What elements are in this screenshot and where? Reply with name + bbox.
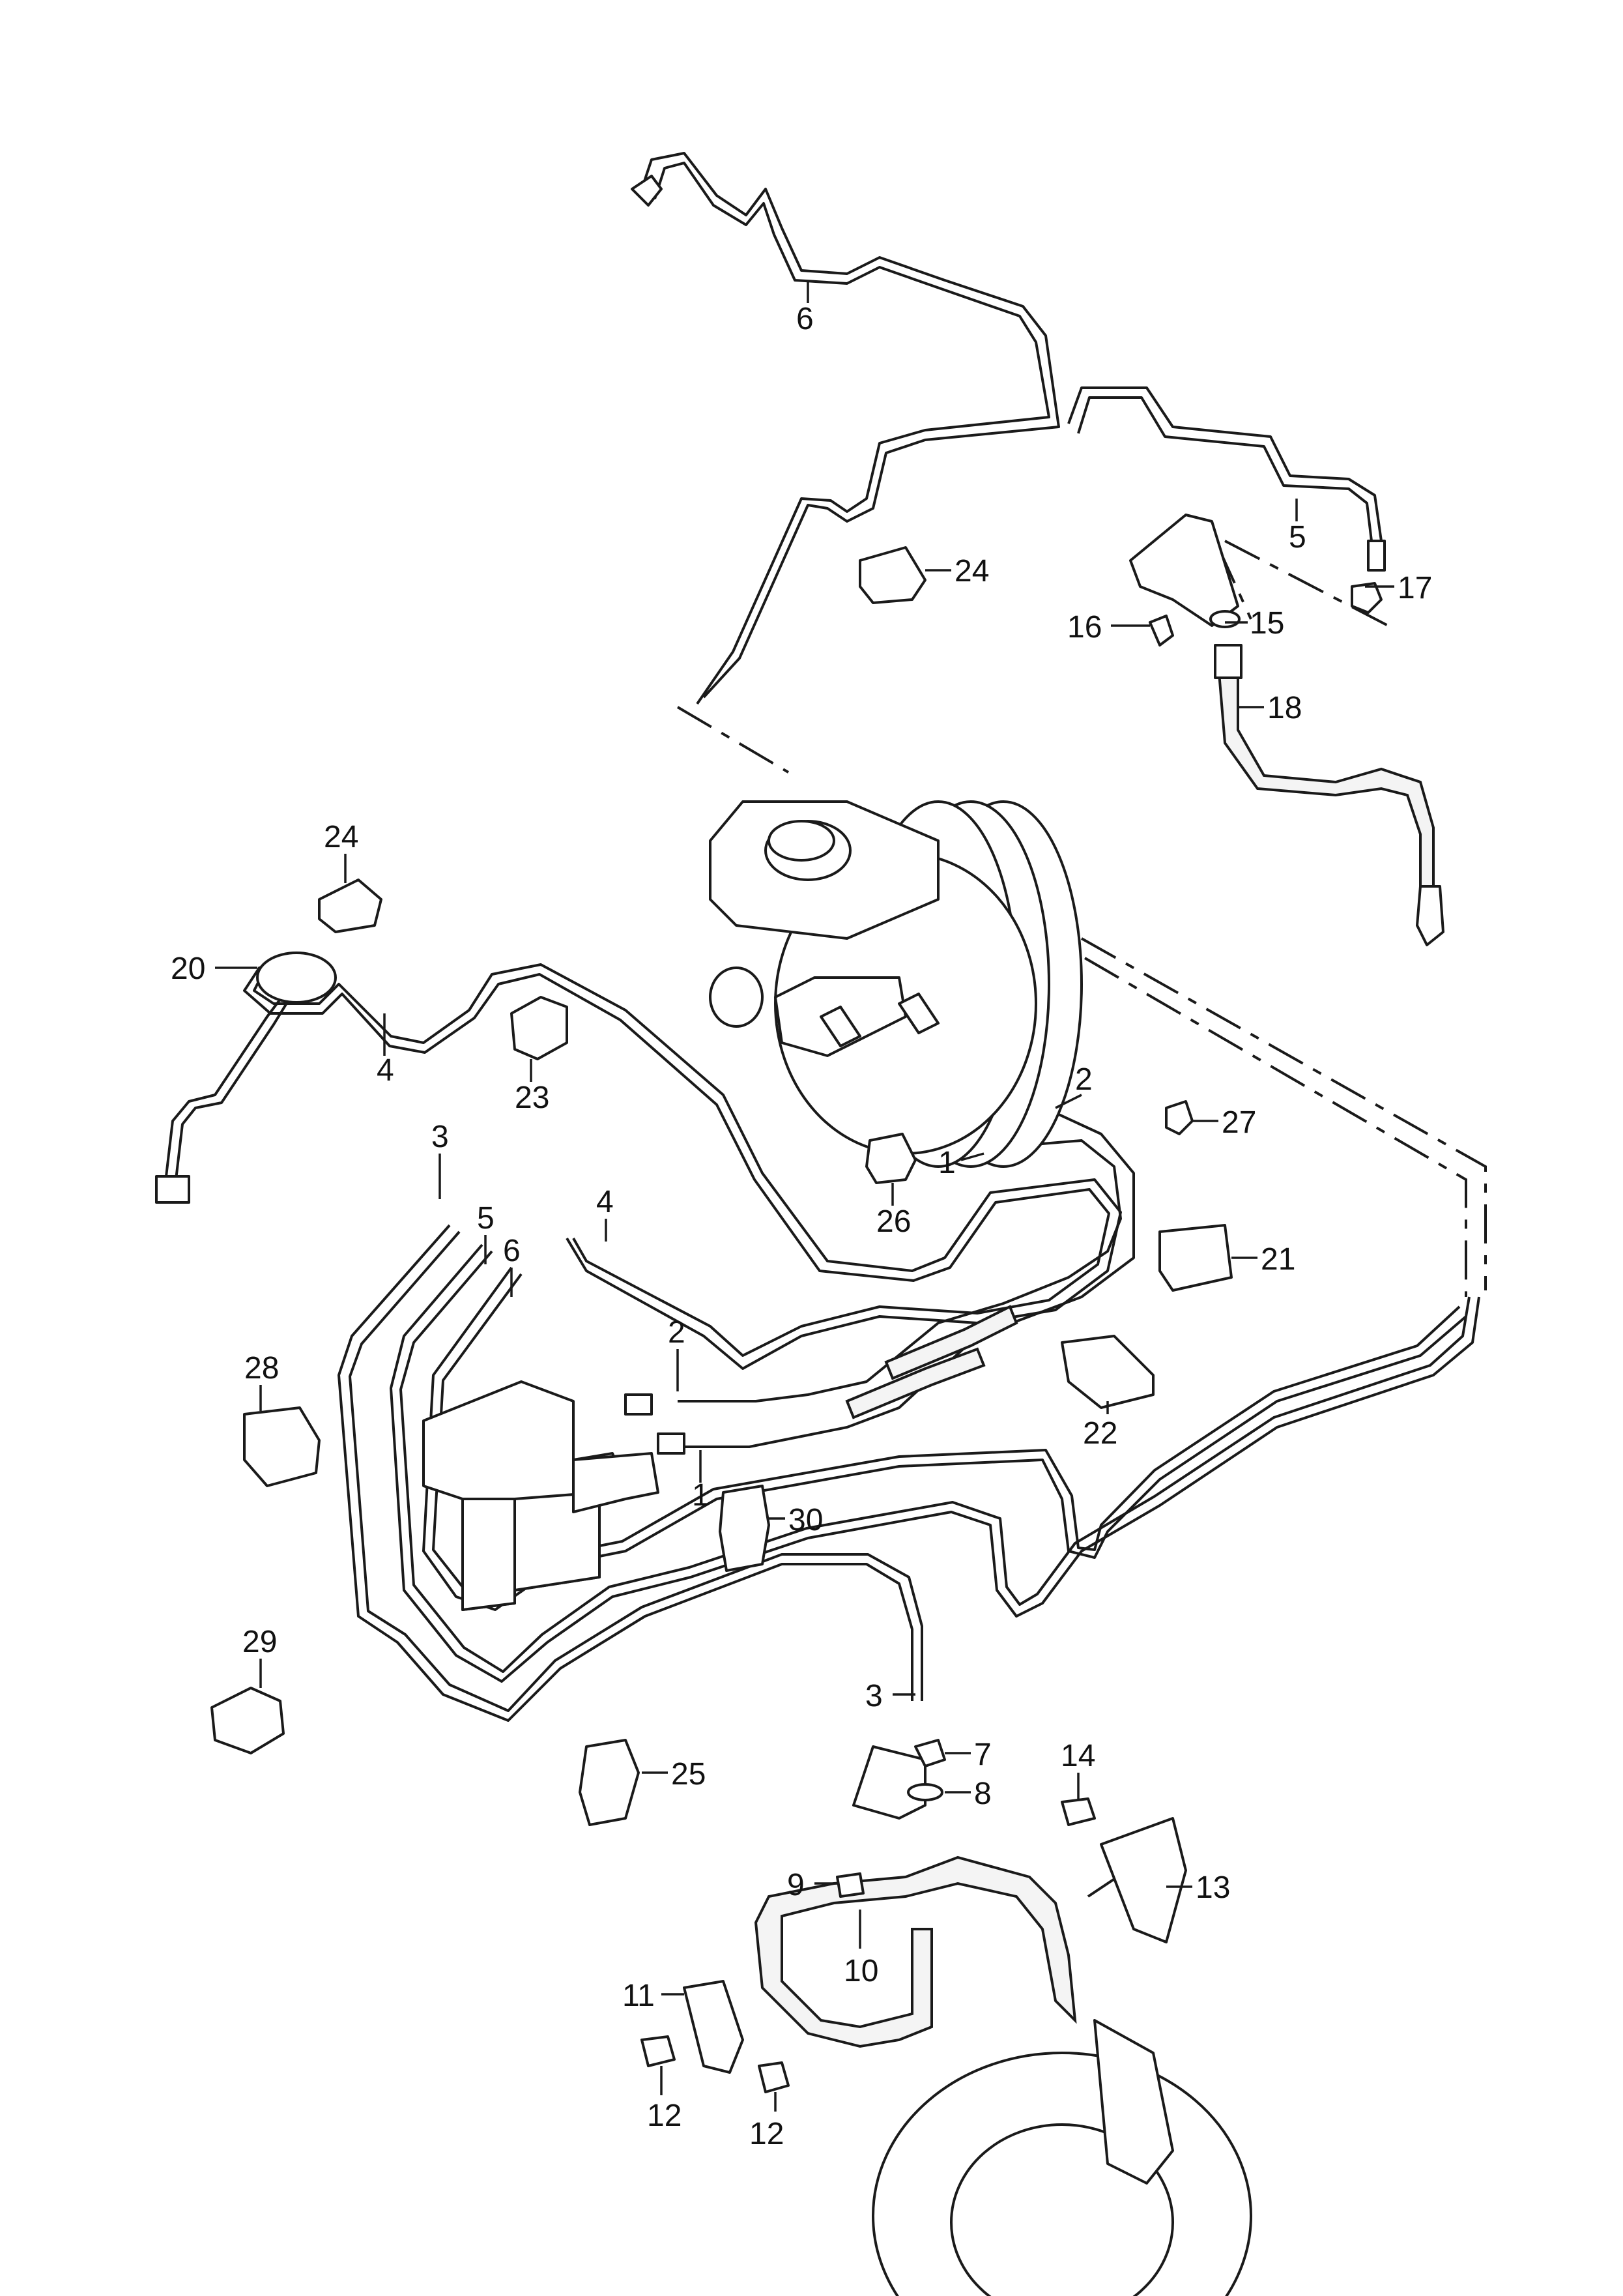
callout-17: 17 bbox=[1398, 571, 1432, 605]
callout-15: 15 bbox=[1250, 606, 1284, 641]
abs-unit bbox=[422, 1380, 685, 1611]
brake-pipe-6-upper bbox=[631, 152, 1386, 705]
callout-18: 18 bbox=[1267, 691, 1302, 725]
callout-13: 13 bbox=[1196, 1870, 1230, 1905]
callout-25: 25 bbox=[671, 1757, 706, 1792]
callout-8: 8 bbox=[974, 1777, 992, 1811]
callout-7: 7 bbox=[974, 1737, 992, 1772]
callout-6-upper: 6 bbox=[796, 302, 814, 336]
callout-1-lower: 1 bbox=[692, 1478, 710, 1513]
callout-23: 23 bbox=[515, 1081, 549, 1115]
callout-labels: 6 5 17 24 15 16 18 24 20 4 23 2 27 1 26 … bbox=[171, 302, 1432, 2151]
callout-12-right: 12 bbox=[749, 2117, 784, 2151]
callout-10: 10 bbox=[844, 1954, 878, 1988]
callout-29: 29 bbox=[242, 1625, 277, 1659]
callout-4-left: 4 bbox=[377, 1053, 394, 1088]
leader-lines bbox=[215, 280, 1394, 2112]
callout-9: 9 bbox=[787, 1868, 805, 1902]
callout-21: 21 bbox=[1261, 1242, 1295, 1277]
callout-2-upper: 2 bbox=[1075, 1062, 1093, 1097]
callout-2-lower: 2 bbox=[668, 1315, 685, 1350]
brake-booster bbox=[709, 800, 1083, 1168]
callout-3-lower: 3 bbox=[865, 1679, 883, 1713]
callout-1-upper: 1 bbox=[938, 1146, 956, 1180]
brake-pipe-4 bbox=[155, 952, 1122, 1370]
callout-6-left: 6 bbox=[503, 1234, 521, 1268]
brake-pipe-3-loop bbox=[338, 1224, 1480, 1722]
callout-30: 30 bbox=[788, 1503, 823, 1537]
callout-24-upper: 24 bbox=[955, 554, 989, 589]
callout-27: 27 bbox=[1222, 1105, 1256, 1140]
callout-16: 16 bbox=[1067, 610, 1102, 645]
brake-hose-rear bbox=[754, 1745, 1252, 2296]
callout-14: 14 bbox=[1061, 1739, 1095, 1773]
callout-11: 11 bbox=[622, 1979, 655, 2013]
callout-3-left: 3 bbox=[431, 1120, 449, 1154]
callout-12-left: 12 bbox=[647, 2099, 682, 2133]
callout-24-left: 24 bbox=[324, 820, 358, 854]
callout-5-upper: 5 bbox=[1289, 520, 1306, 555]
callout-22: 22 bbox=[1083, 1416, 1117, 1451]
callout-26: 26 bbox=[876, 1204, 911, 1239]
brake-pipes-1-2 bbox=[678, 1025, 1135, 1448]
callout-5-left: 5 bbox=[477, 1201, 495, 1236]
brake-hose-front bbox=[1129, 514, 1444, 946]
callout-20: 20 bbox=[171, 952, 205, 986]
small-parts bbox=[210, 546, 1383, 2093]
phantom-lines bbox=[676, 540, 1487, 1898]
callout-28: 28 bbox=[244, 1351, 279, 1386]
callout-4-mid: 4 bbox=[596, 1185, 614, 1219]
